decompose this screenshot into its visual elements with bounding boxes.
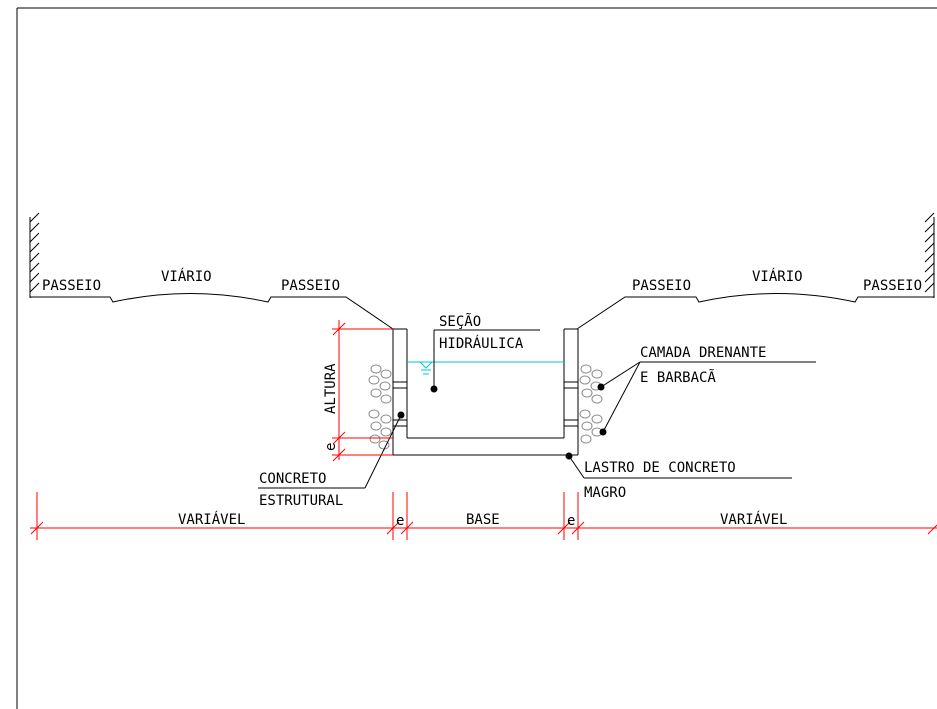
- label-left-viario: VIÁRIO: [161, 268, 212, 285]
- dim-altura: ALTURA: [323, 363, 339, 414]
- water-level: [407, 361, 564, 375]
- label-concreto-line1: CONCRETO: [259, 471, 326, 487]
- left-street-profile: [30, 293, 394, 330]
- label-camada-line2: E BARBACÃ: [640, 369, 716, 386]
- label-right-viario: VIÁRIO: [752, 268, 803, 285]
- label-secao-line1: SEÇÃO: [439, 313, 481, 330]
- dimension-lines: [30, 320, 937, 540]
- left-drainage-stones: [368, 364, 392, 450]
- label-lastro-line1: LASTRO DE CONCRETO: [584, 460, 736, 476]
- dim-left-variavel: VARIÁVEL: [178, 511, 245, 528]
- drawing-frame: [16, 7, 937, 709]
- label-lastro-line2: MAGRO: [584, 485, 626, 501]
- right-drainage-stones: [579, 364, 603, 444]
- label-right-passeio-1: PASSEIO: [632, 278, 691, 294]
- dim-e-right: e: [567, 513, 575, 529]
- label-secao-line2: HIDRÁULICA: [439, 335, 524, 352]
- dim-base: BASE: [466, 512, 500, 528]
- dim-e-vertical: e: [323, 443, 339, 451]
- label-right-passeio-2: PASSEIO: [863, 278, 922, 294]
- channel-structure: [392, 328, 579, 456]
- right-street-profile: [576, 293, 934, 330]
- dim-right-variavel: VARIÁVEL: [720, 511, 787, 528]
- label-concreto-line2: ESTRUTURAL: [259, 493, 343, 509]
- leader-lines: [258, 329, 816, 489]
- dim-e-left: e: [396, 513, 404, 529]
- label-left-passeio-1: PASSEIO: [42, 278, 101, 294]
- left-boundary-wall: [29, 212, 40, 298]
- right-boundary-wall: [924, 212, 935, 298]
- label-camada-line1: CAMADA DRENANTE: [640, 345, 766, 361]
- label-left-passeio-2: PASSEIO: [281, 278, 340, 294]
